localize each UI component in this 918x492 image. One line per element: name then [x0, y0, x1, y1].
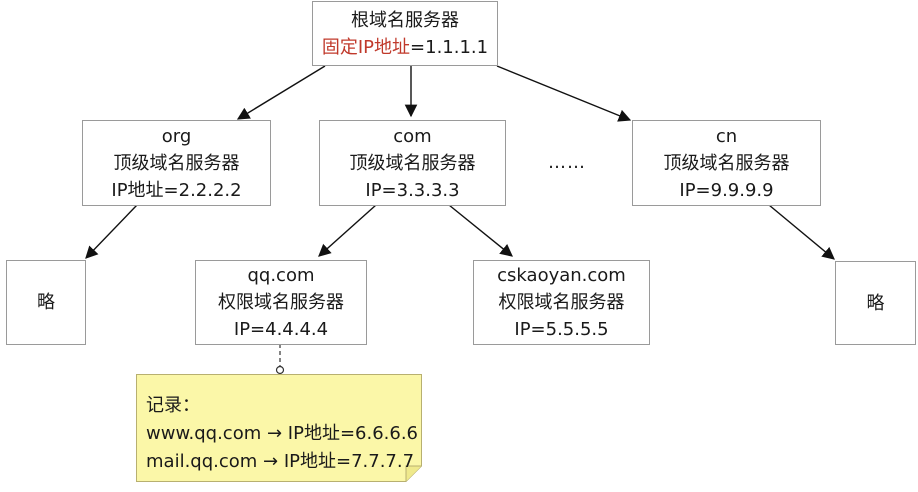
tld-org-name: org — [161, 125, 192, 147]
omitted-node-right[interactable]: 略 — [835, 261, 916, 345]
root-dns-server[interactable]: 根域名服务器 固定IP地址=1.1.1.1 — [312, 1, 498, 66]
root-dns-ip: 固定IP地址=1.1.1.1 — [322, 34, 488, 61]
tld-com-type: 顶级域名服务器 — [349, 152, 476, 174]
tld-cn-ip: IP=9.9.9.9 — [679, 179, 774, 201]
tld-server-com[interactable]: com 顶级域名服务器 IP=3.3.3.3 — [319, 120, 506, 206]
note-shape — [136, 374, 422, 482]
omitted-left-label: 略 — [37, 292, 55, 313]
edge-org-omitted — [85, 204, 138, 259]
tld-org-type: 顶级域名服务器 — [113, 152, 240, 174]
note-record-www: www.qq.com → IP地址=6.6.6.6 — [146, 423, 418, 444]
edge-root-org — [236, 65, 326, 120]
tld-server-cn[interactable]: cn 顶级域名服务器 IP=9.9.9.9 — [632, 120, 821, 206]
tld-cn-name: cn — [715, 125, 738, 147]
tld-cn-type: 顶级域名服务器 — [663, 152, 790, 174]
auth-cskaoyan-ip: IP=5.5.5.5 — [514, 319, 609, 340]
edge-cn-omitted — [768, 204, 835, 260]
auth-qq-name: qq.com — [247, 265, 315, 286]
auth-qq-ip: IP=4.4.4.4 — [233, 319, 329, 340]
note-record-mail: mail.qq.com → IP地址=7.7.7.7 — [146, 451, 415, 472]
root-dns-title: 根域名服务器 — [351, 9, 459, 31]
omitted-node-left[interactable]: 略 — [6, 260, 86, 345]
note-anchor-dot — [275, 365, 285, 375]
note-text: 记录： www.qq.com → IP地址=6.6.6.6 mail.qq.co… — [146, 392, 418, 476]
tld-com-ip: IP=3.3.3.3 — [365, 179, 460, 201]
tld-org-ip: IP地址=2.2.2.2 — [111, 179, 242, 201]
more-tld-ellipsis: …… — [548, 152, 586, 173]
omitted-right-label: 略 — [866, 292, 885, 314]
auth-cskaoyan-type: 权限域名服务器 — [498, 292, 625, 313]
dns-record-note[interactable]: 记录： www.qq.com → IP地址=6.6.6.6 mail.qq.co… — [136, 374, 422, 482]
auth-cskaoyan-name: cskaoyan.com — [497, 265, 626, 286]
tld-com-name: com — [393, 125, 432, 147]
tld-server-org[interactable]: org 顶级域名服务器 IP地址=2.2.2.2 — [82, 120, 271, 206]
auth-server-qq[interactable]: qq.com 权限域名服务器 IP=4.4.4.4 — [195, 260, 367, 345]
edge-com-cskaoyan — [448, 204, 513, 257]
edge-com-qq — [318, 204, 377, 257]
auth-server-cskaoyan[interactable]: cskaoyan.com 权限域名服务器 IP=5.5.5.5 — [473, 260, 650, 345]
note-heading: 记录： — [146, 395, 200, 416]
auth-qq-type: 权限域名服务器 — [218, 292, 344, 313]
root-dns-ip-value: =1.1.1.1 — [410, 36, 489, 58]
root-dns-ip-label: 固定IP地址 — [321, 36, 411, 58]
edge-root-cn — [496, 65, 632, 122]
